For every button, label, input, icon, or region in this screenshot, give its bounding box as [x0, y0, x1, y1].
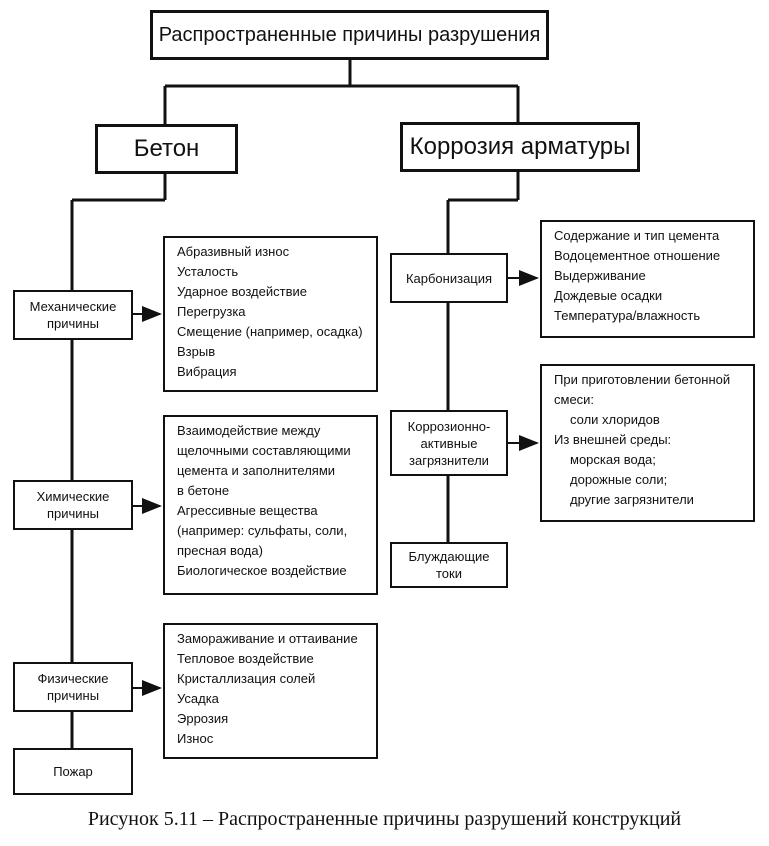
- list-item: другие загрязнители: [570, 492, 694, 507]
- list-item: Агрессивные вещества: [177, 503, 318, 518]
- carbonation-box: Карбонизация: [390, 253, 508, 303]
- figure-caption: Рисунок 5.11 – Распространенные причины …: [87, 808, 682, 830]
- fire-label: Пожар: [53, 764, 93, 779]
- list-item: Взаимодействие между: [177, 423, 321, 438]
- list-item: морская вода;: [570, 452, 656, 467]
- list-item: Содержание и тип цемента: [554, 228, 720, 243]
- physical-causes-box: Физические причины: [13, 662, 133, 712]
- list-item: Усадка: [177, 691, 219, 706]
- list-item: Износ: [177, 731, 214, 746]
- pollutants-list: При приготовлении бетонной смеси: соли х…: [540, 364, 755, 522]
- list-item: смеси:: [554, 392, 595, 407]
- pollutants-label: Коррозионно- активные загрязнители: [407, 418, 491, 468]
- physical-causes-label: Физические причины: [37, 671, 109, 703]
- concrete-category-box: Бетон: [95, 124, 238, 174]
- root-title: Распространенные причины разрушения: [158, 23, 541, 46]
- list-item: дорожные соли;: [570, 472, 668, 487]
- mechanical-causes-label: Механические причины: [29, 299, 117, 331]
- list-item: в бетоне: [177, 483, 230, 498]
- stray-currents-label: Блуждающие токи: [408, 549, 490, 581]
- list-item: Тепловое воздействие: [177, 651, 314, 666]
- list-item: Дождевые осадки: [554, 288, 663, 303]
- list-item: Перегрузка: [177, 304, 246, 319]
- list-item: Биологическое воздействие: [177, 563, 347, 578]
- concrete-category-title: Бетон: [133, 135, 200, 162]
- list-item: Кристаллизация солей: [177, 671, 316, 686]
- list-item: Выдерживание: [554, 268, 646, 283]
- list-item: пресная вода): [177, 543, 263, 558]
- list-item: При приготовлении бетонной: [554, 372, 731, 387]
- stray-currents-box: Блуждающие токи: [390, 542, 508, 588]
- list-item: (например: сульфаты, соли,: [177, 523, 348, 538]
- list-item: Температура/влажность: [554, 308, 701, 323]
- list-item: Ударное воздействие: [177, 284, 307, 299]
- carbonation-list: Содержание и тип цемента Водоцементное о…: [540, 220, 755, 338]
- list-item: Абразивный износ: [177, 244, 290, 259]
- fire-box: Пожар: [13, 748, 133, 795]
- list-item: Эррозия: [177, 711, 229, 726]
- list-item: соли хлоридов: [570, 412, 660, 427]
- list-item: Замораживание и оттаивание: [177, 631, 358, 646]
- chemical-causes-label: Химические причины: [36, 489, 110, 521]
- root-title-box: Распространенные причины разрушения: [150, 10, 549, 60]
- list-item: Из внешней среды:: [554, 432, 672, 447]
- chemical-causes-list: Взаимодействие между щелочными составляю…: [163, 415, 378, 595]
- corrosion-category-box: Коррозия арматуры: [400, 122, 640, 172]
- mechanical-causes-box: Механические причины: [13, 290, 133, 340]
- list-item: Вибрация: [177, 364, 237, 379]
- carbonation-label: Карбонизация: [405, 270, 493, 286]
- list-item: Усталость: [177, 264, 239, 279]
- list-item: Взрыв: [177, 344, 216, 359]
- physical-causes-list: Замораживание и оттаивание Тепловое возд…: [163, 623, 378, 759]
- corrosion-category-title: Коррозия арматуры: [409, 133, 631, 160]
- pollutants-box: Коррозионно- активные загрязнители: [390, 410, 508, 476]
- list-item: цемента и заполнителями: [177, 463, 336, 478]
- mechanical-causes-list: Абразивный износ Усталость Ударное возде…: [163, 236, 378, 392]
- list-item: Водоцементное отношение: [554, 248, 721, 263]
- chemical-causes-box: Химические причины: [13, 480, 133, 530]
- list-item: Смещение (например, осадка): [177, 324, 363, 339]
- list-item: щелочными составляющими: [177, 443, 351, 458]
